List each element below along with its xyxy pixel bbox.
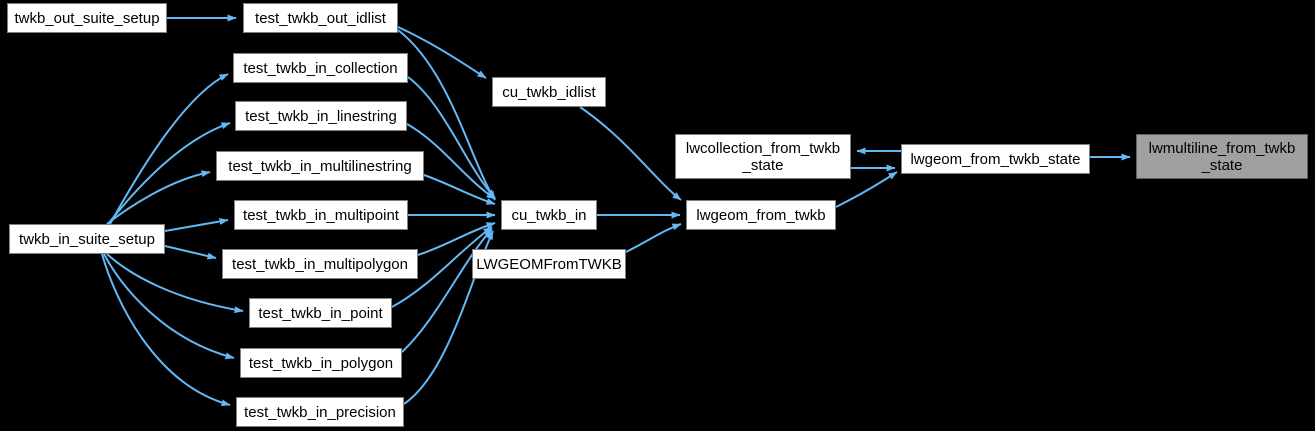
node-LWGEOMFromTWKB[interactable]: LWGEOMFromTWKB [472, 249, 626, 279]
edge-twkb_in_suite_setup-to-test_twkb_in_collection [109, 73, 229, 225]
node-label: twkb_out_suite_setup [14, 9, 160, 27]
edge-test_twkb_in_collection-to-cu_twkb_in [407, 76, 496, 199]
node-label: lwgeom_from_twkb_state [910, 150, 1081, 168]
node-label: test_twkb_in_point [258, 304, 383, 322]
edge-test_twkb_out_idlist-to-cu_twkb_idlist [397, 26, 487, 79]
node-test_twkb_out_idlist[interactable]: test_twkb_out_idlist [243, 3, 398, 33]
edge-twkb_in_suite_setup-to-test_twkb_in_point [106, 253, 244, 314]
node-twkb_out_suite_setup[interactable]: twkb_out_suite_setup [7, 3, 167, 33]
node-test_twkb_in_multipolygon[interactable]: test_twkb_in_multipolygon [222, 249, 418, 279]
node-lwgeom_from_twkb[interactable]: lwgeom_from_twkb [686, 200, 836, 230]
node-twkb_in_suite_setup[interactable]: twkb_in_suite_setup [9, 224, 165, 254]
edge-cu_twkb_idlist-to-lwgeom_from_twkb [579, 106, 682, 201]
edge-twkb_in_suite_setup-to-test_twkb_in_precision [101, 253, 231, 407]
node-label: test_twkb_in_multipoint [243, 206, 399, 224]
node-label: lwgeom_from_twkb [696, 206, 826, 224]
edge-test_twkb_in_linestring-to-cu_twkb_in [406, 123, 496, 200]
node-label: lwcollection_from_twkb _state [685, 139, 841, 174]
edge-test_twkb_out_idlist-to-cu_twkb_in [397, 29, 496, 201]
node-lwcollection_from_twkb_state[interactable]: lwcollection_from_twkb _state [675, 134, 851, 179]
node-test_twkb_in_multilinestring[interactable]: test_twkb_in_multilinestring [216, 151, 424, 181]
edge-twkb_in_suite_setup-to-test_twkb_in_multipoint [164, 218, 229, 232]
edge-test_twkb_in_point-to-cu_twkb_in [391, 226, 493, 308]
node-lwmultiline_from_twkb_state[interactable]: lwmultiline_from_twkb _state [1136, 134, 1308, 179]
node-test_twkb_in_precision[interactable]: test_twkb_in_precision [236, 397, 404, 427]
edge-test_twkb_in_polygon-to-cu_twkb_in [401, 228, 493, 353]
node-cu_twkb_idlist[interactable]: cu_twkb_idlist [492, 77, 606, 107]
edge-twkb_in_suite_setup-to-test_twkb_in_multilinestring [106, 170, 211, 225]
node-label: test_twkb_in_linestring [245, 107, 397, 125]
node-test_twkb_in_linestring[interactable]: test_twkb_in_linestring [235, 101, 407, 131]
edge-twkb_in_suite_setup-to-test_twkb_in_polygon [103, 253, 235, 360]
node-label: lwmultiline_from_twkb _state [1148, 139, 1296, 174]
edge-test_twkb_in_multipolygon-to-cu_twkb_in [417, 222, 496, 256]
node-cu_twkb_in[interactable]: cu_twkb_in [501, 200, 597, 230]
edge-twkb_in_suite_setup-to-test_twkb_in_linestring [107, 122, 231, 225]
edge-LWGEOMFromTWKB-to-lwgeom_from_twkb [625, 223, 682, 253]
edge-twkb_in_suite_setup-to-test_twkb_in_multipolygon [164, 245, 217, 260]
node-label: cu_twkb_in [511, 206, 587, 224]
node-test_twkb_in_polygon[interactable]: test_twkb_in_polygon [240, 348, 402, 378]
node-label: test_twkb_in_collection [243, 59, 398, 77]
edge-lwgeom_from_twkb-to-lwgeom_from_twkb_state [835, 171, 898, 208]
node-label: twkb_in_suite_setup [19, 230, 155, 248]
node-label: test_twkb_in_polygon [248, 354, 394, 372]
node-test_twkb_in_multipoint[interactable]: test_twkb_in_multipoint [234, 200, 408, 230]
edges-group [101, 14, 1131, 407]
node-test_twkb_in_collection[interactable]: test_twkb_in_collection [233, 53, 408, 83]
node-label: test_twkb_in_multilinestring [228, 157, 412, 175]
node-label: LWGEOMFromTWKB [476, 255, 622, 273]
node-label: test_twkb_in_precision [244, 403, 396, 421]
node-label: cu_twkb_idlist [502, 83, 596, 101]
node-test_twkb_in_point[interactable]: test_twkb_in_point [249, 298, 392, 328]
node-label: test_twkb_out_idlist [255, 9, 386, 27]
node-label: test_twkb_in_multipolygon [232, 255, 408, 273]
edge-test_twkb_in_multilinestring-to-cu_twkb_in [423, 174, 496, 205]
node-lwgeom_from_twkb_state[interactable]: lwgeom_from_twkb_state [901, 144, 1090, 174]
